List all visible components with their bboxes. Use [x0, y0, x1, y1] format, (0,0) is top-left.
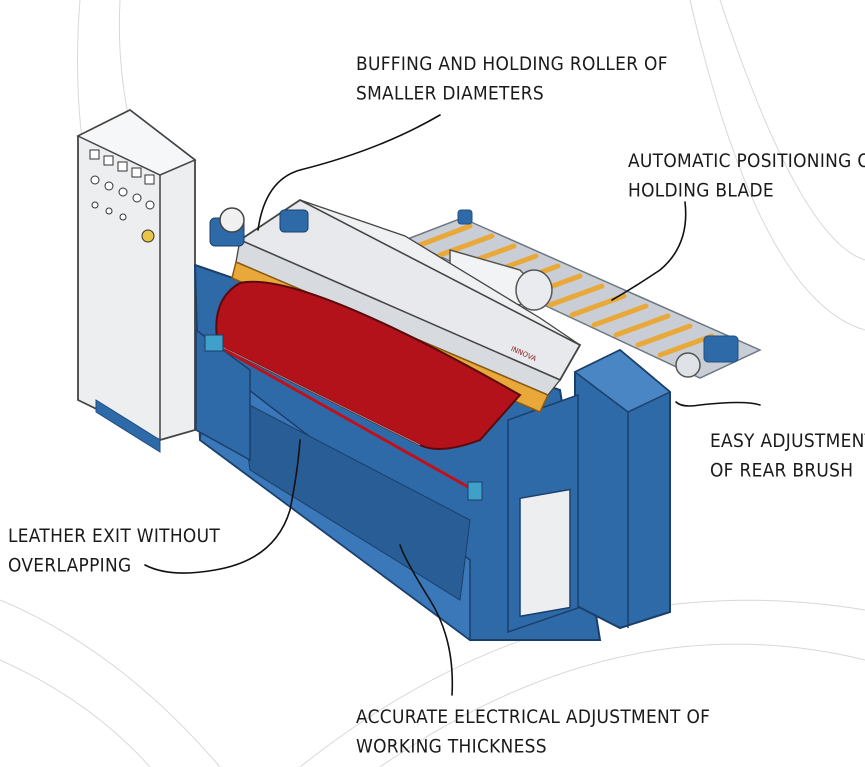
callout-holding-blade-line1: Automatic positioning of: [628, 150, 865, 173]
leader-buffing-roller: [257, 114, 441, 231]
callout-leaders: [144, 114, 761, 696]
callout-working-thickness-line2: working thickness: [356, 735, 547, 758]
callout-holding-blade-line2: holding blade: [628, 179, 774, 202]
leader-rear-brush: [675, 401, 761, 407]
callout-rear-brush-line2: of rear brush: [710, 459, 854, 482]
callout-rear-brush-line1: Easy adjustment: [710, 430, 865, 453]
head-housing: [209, 198, 582, 396]
callout-buffing-roller-line2: smaller diameters: [356, 82, 544, 105]
control-cabinet: [76, 108, 197, 453]
callout-working-thickness: Accurate electrical adjustment of workin…: [356, 703, 710, 761]
callout-buffing-roller: Buffing and holding roller of smaller di…: [356, 50, 668, 108]
red-felt-table: [215, 280, 522, 450]
red-tie-rod: [204, 334, 483, 501]
leader-leather-exit: [144, 439, 301, 574]
leader-working-thickness: [399, 544, 454, 696]
callout-leather-exit-line2: overlapping: [8, 554, 132, 577]
callout-holding-blade: Automatic positioning of holding blade: [628, 147, 865, 205]
roller-conveyor: [403, 209, 762, 379]
callout-buffing-roller-line1: Buffing and holding roller of: [356, 53, 668, 76]
callout-rear-brush: Easy adjustment of rear brush: [710, 427, 865, 485]
callout-leather-exit-line1: Leather exit without: [8, 525, 221, 548]
leader-holding-blade: [611, 201, 687, 301]
callout-leather-exit: Leather exit without overlapping: [8, 522, 220, 580]
exhaust-duct: [449, 249, 553, 311]
callout-working-thickness-line1: Accurate electrical adjustment of: [356, 706, 711, 729]
side-cabinet: [507, 348, 672, 634]
